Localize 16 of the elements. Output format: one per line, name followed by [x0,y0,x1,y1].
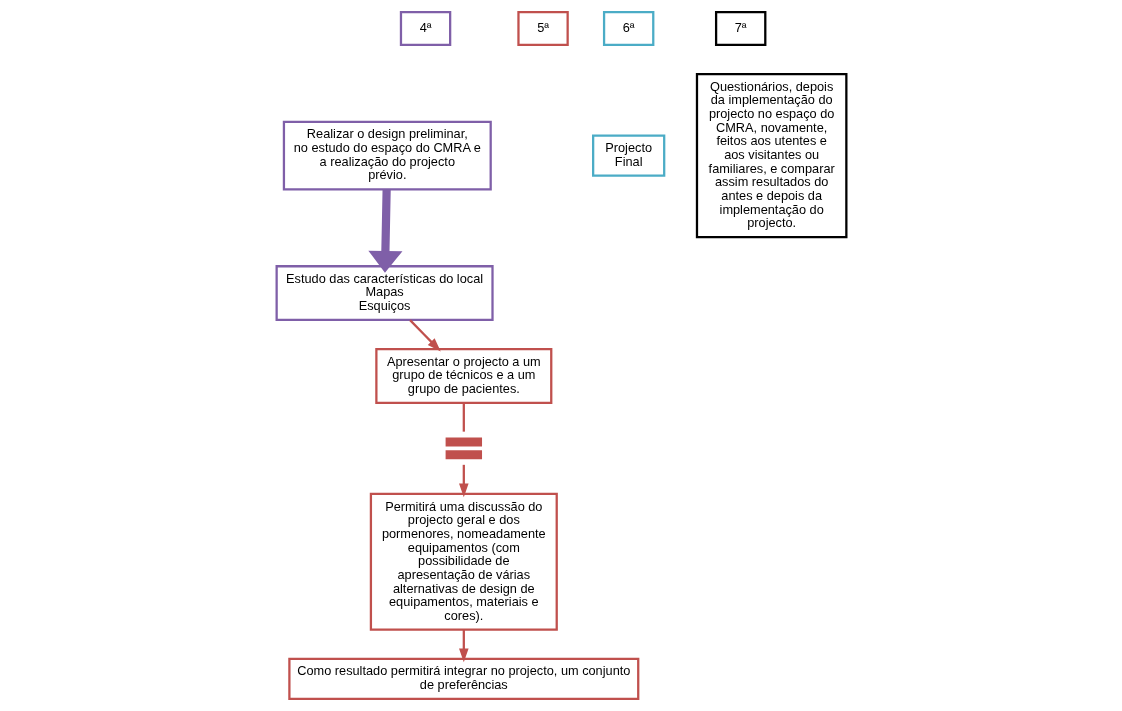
node-box: Realizar o design preliminar, no estudo do espaço do CMRA e a realização do projecto prévio. [282,120,492,191]
node-box: 4ª [399,10,451,47]
arrow [458,629,469,663]
node-box: 6ª [602,10,654,47]
node-box: Estudo das características do local Mapas Esquiços [275,265,494,322]
node-box: Apresentar o projecto a um grupo de técnicos e a um grupo de pacientes. [374,348,552,404]
node-box: Questionários, depois da implementação do projecto no espaço do CMRA, novamente, feitos aos utentes e aos visitantes ou familiares, e comparar assim resultados do antes e depois da implementação do projecto. [695,72,847,239]
node-box: Como resultado permitirá integrar no projecto, um conjunto de preferências [287,657,639,700]
node-box: Projecto Final [591,134,665,177]
arrow [408,319,441,352]
node-box: Permitirá uma discussão do projecto geral e dos pormenores, nomeadamente equipamentos (com possibilidade de apresentação de várias alternativas de design de equipamentos, materiais e cores). [369,492,558,631]
node-box: 5ª [516,10,569,47]
node-box: 7ª [714,10,766,47]
connector [462,403,465,432]
arrow [367,189,402,273]
arrow [458,464,469,498]
